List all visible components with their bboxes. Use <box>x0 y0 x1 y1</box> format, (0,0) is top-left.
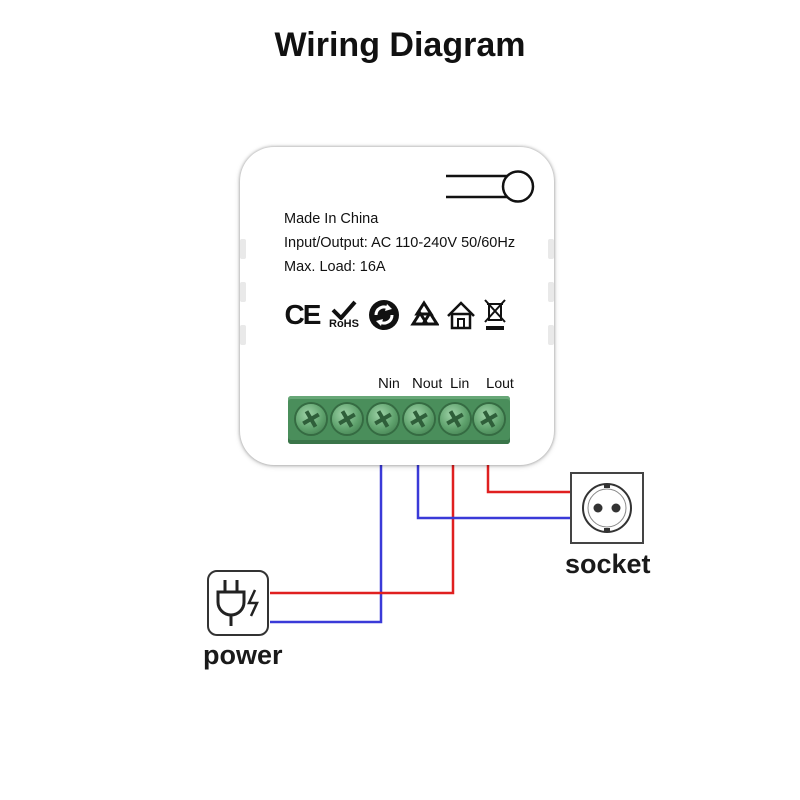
side-notch <box>240 239 246 259</box>
green-dot-recycle-icon <box>366 297 402 333</box>
terminal-label-n-out: Nout <box>412 375 443 392</box>
live-wire-lout-to-socket <box>486 462 572 494</box>
side-notch <box>548 282 554 302</box>
spec-input-output: Input/Output: AC 110-240V 50/60Hz <box>284 235 516 251</box>
rohs-mark: RoHS <box>326 297 362 333</box>
weee-crossed-bin-icon <box>480 297 510 333</box>
spec-max-load: Max. Load: 16A <box>284 259 386 275</box>
rohs-checkmark-icon <box>331 300 357 320</box>
terminal-screw <box>474 404 504 434</box>
terminal-label-n-in: Nin <box>378 375 400 392</box>
terminal-screw <box>404 404 434 434</box>
recycle-icon <box>407 297 441 333</box>
terminal-screw <box>440 404 470 434</box>
power-label: power <box>203 640 283 670</box>
schuko-socket-icon <box>570 472 644 544</box>
house-icon <box>444 297 478 333</box>
socket-label: socket <box>565 549 651 579</box>
terminal-block <box>288 396 510 444</box>
neutral-wire-nout-to-socket <box>416 462 572 520</box>
terminal-screw <box>368 404 398 434</box>
live-wire-power-to-lin <box>270 462 455 595</box>
terminal-label-l-in: Lin <box>450 375 470 392</box>
power-plug-icon <box>207 570 269 636</box>
spec-origin: Made In China <box>284 211 379 227</box>
smart-switch-module: Made In China Input/Output: AC 110-240V … <box>240 147 554 465</box>
terminal-screw <box>332 404 362 434</box>
side-notch <box>240 282 246 302</box>
terminal-screw <box>296 404 326 434</box>
neutral-wire-power-to-nin <box>270 462 383 624</box>
diagram-title: Wiring Diagram <box>274 26 526 64</box>
button-icon <box>446 170 535 203</box>
terminal-label-l-out: Lout <box>486 375 514 392</box>
side-notch <box>240 325 246 345</box>
side-notch <box>548 239 554 259</box>
ce-mark: CE <box>284 299 322 330</box>
side-notch <box>548 325 554 345</box>
